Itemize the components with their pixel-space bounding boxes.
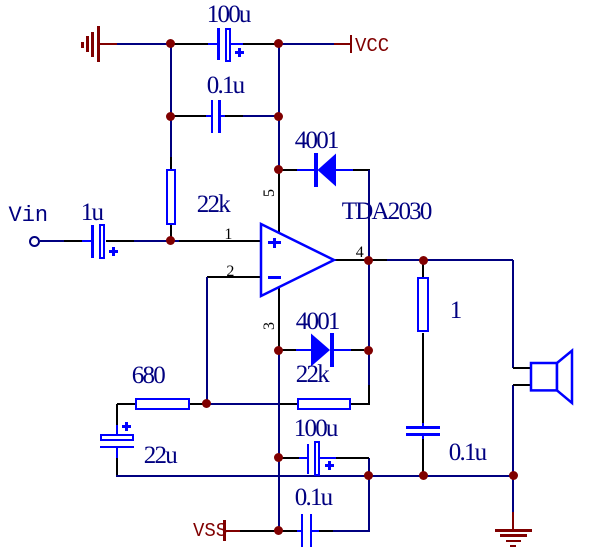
svg-text:3: 3 [261,322,278,330]
svg-text:5: 5 [261,189,278,197]
